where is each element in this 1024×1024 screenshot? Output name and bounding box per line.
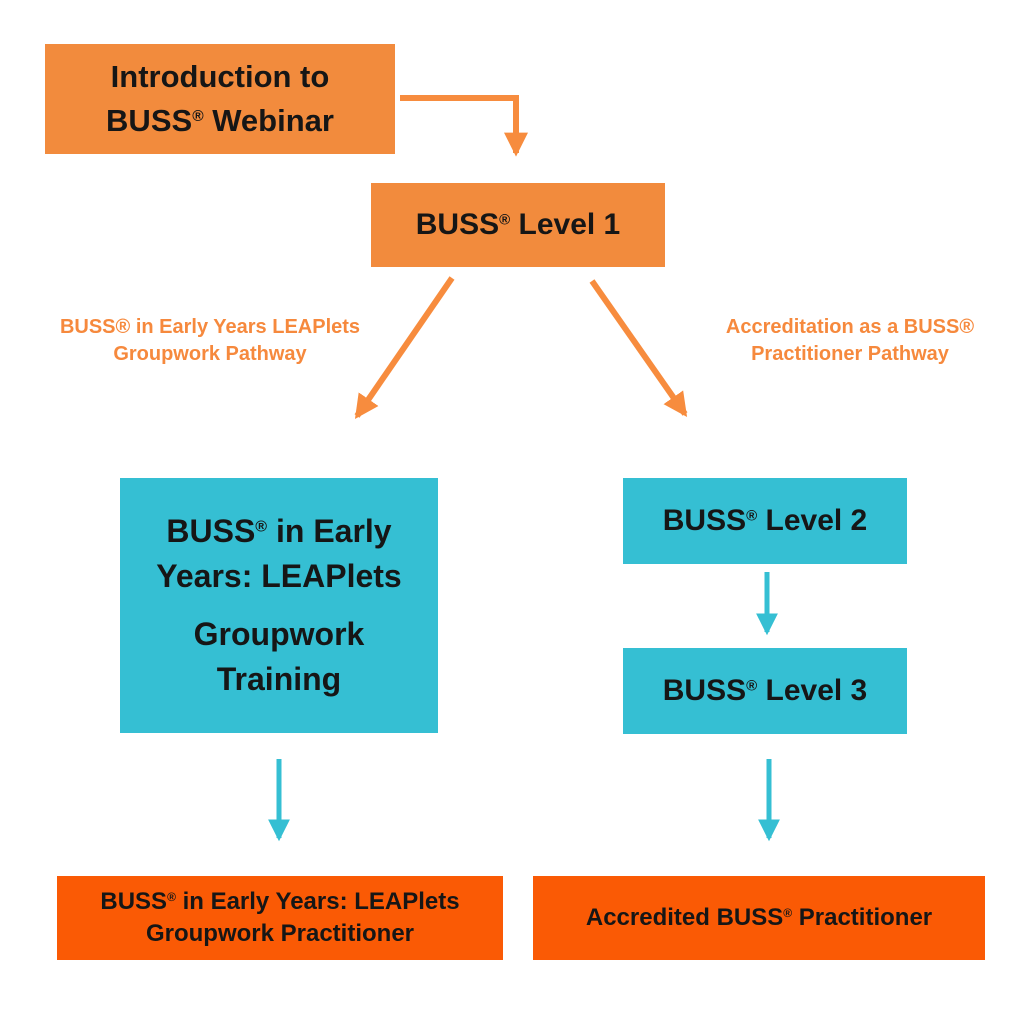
node-buss-level-2: BUSS® Level 2 — [623, 478, 907, 564]
pathway-label-accreditation-line1: Accreditation as a BUSS® — [725, 316, 975, 338]
node-buss-level-3: BUSS® Level 3 — [623, 648, 907, 734]
arrow-intro-to-level1 — [400, 95, 528, 157]
registered-trademark-symbol: ® — [783, 906, 793, 921]
registered-trademark-symbol: ® — [746, 507, 758, 525]
node-buss-level-1-label: BUSS® Level 1 — [415, 208, 621, 241]
node-leaplets-groupwork-training-line4: Training — [216, 660, 342, 697]
registered-trademark-symbol: ® — [192, 107, 204, 125]
node-leaplets-groupwork-training-para1: BUSS® in Early Years: LEAPlets — [156, 509, 401, 599]
registered-trademark-symbol: ® — [115, 316, 131, 338]
registered-trademark-symbol: ® — [499, 211, 511, 229]
node-groupwork-practitioner-line2: Groupwork Practitioner — [145, 920, 415, 947]
node-leaplets-groupwork-training-para2: Groupwork Training — [194, 612, 365, 702]
pathway-label-groupwork-line1: BUSS® in Early Years LEAPlets — [59, 316, 361, 338]
node-groupwork-practitioner-line1: BUSS® in Early Years: LEAPlets — [100, 888, 460, 916]
node-groupwork-practitioner: BUSS® in Early Years: LEAPlets Groupwork… — [57, 876, 503, 960]
node-leaplets-groupwork-training-line1: BUSS® in Early — [166, 513, 392, 550]
pathway-label-groupwork-line2: Groupwork Pathway — [113, 343, 307, 365]
pathway-label-accreditation-line2: Practitioner Pathway — [751, 343, 949, 365]
arrow-level1-to-level2 — [589, 279, 688, 417]
node-leaplets-groupwork-training-line2: Years: LEAPlets — [156, 558, 402, 595]
pathway-label-groupwork: BUSS® in Early Years LEAPlets Groupwork … — [40, 314, 380, 368]
node-accredited-practitioner-label: Accredited BUSS® Practitioner — [585, 904, 933, 932]
node-buss-level-2-label: BUSS® Level 2 — [662, 504, 868, 537]
registered-trademark-symbol: ® — [167, 890, 176, 905]
node-intro-webinar-line1: Introduction to — [110, 58, 330, 94]
registered-trademark-symbol: ® — [746, 677, 758, 695]
registered-trademark-symbol: ® — [959, 316, 975, 338]
node-intro-webinar-line2: BUSS® Webinar — [106, 103, 334, 138]
node-intro-webinar: Introduction to BUSS® Webinar — [45, 44, 395, 154]
pathway-label-accreditation: Accreditation as a BUSS® Practitioner Pa… — [680, 314, 1020, 368]
node-leaplets-groupwork-training-line3: Groupwork — [193, 616, 365, 652]
node-leaplets-groupwork-training: BUSS® in Early Years: LEAPlets Groupwork… — [120, 478, 438, 733]
node-buss-level-1: BUSS® Level 1 — [371, 183, 665, 267]
node-accredited-practitioner: Accredited BUSS® Practitioner — [533, 876, 985, 960]
registered-trademark-symbol: ® — [255, 519, 268, 537]
node-buss-level-3-label: BUSS® Level 3 — [662, 674, 868, 707]
